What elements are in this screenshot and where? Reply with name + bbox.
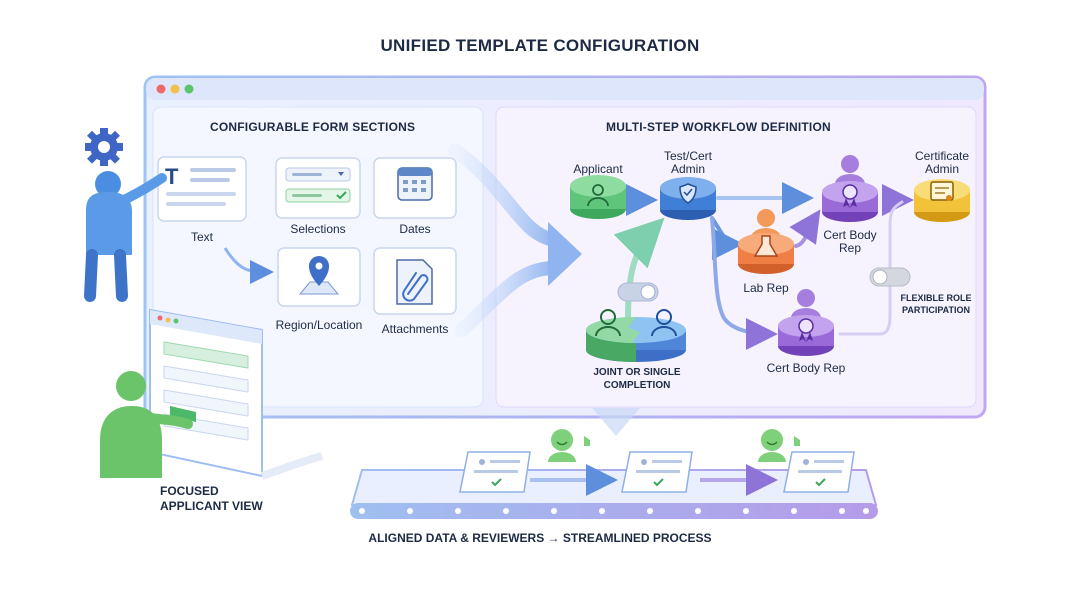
region-location-card-label: Region/Location <box>275 318 363 332</box>
test-cert-admin-label-line2: Admin <box>670 162 705 176</box>
belt-document <box>459 451 531 493</box>
applicant-person-figure <box>100 371 193 478</box>
applicant-form-field[interactable] <box>163 365 249 393</box>
applicant-view-caption-line1: FOCUSED <box>160 484 219 498</box>
applicant-view-window <box>149 308 263 478</box>
reviewer-figure <box>758 429 800 462</box>
lab-rep-avatar <box>757 209 775 227</box>
window-to-belt-arrow <box>592 408 640 436</box>
joint-completion-caption-line2: COMPLETION <box>603 380 671 391</box>
selections-card[interactable] <box>275 157 361 219</box>
dates-card-label: Dates <box>399 222 431 236</box>
cert-body-rep-top-label-line1: Cert Body <box>823 228 877 242</box>
flexible-role-caption: FLEXIBLE ROLE PARTICIPATION <box>896 292 976 316</box>
dates-card[interactable] <box>373 157 457 219</box>
attachments-card-label: Attachments <box>381 322 449 336</box>
window-minimize-dot[interactable] <box>170 84 180 94</box>
applicant-pair-icon <box>595 309 677 337</box>
belt-document <box>783 451 855 493</box>
workflow-connectors <box>613 182 914 350</box>
cert-body-rep-avatar <box>841 155 859 173</box>
certificate-scroll-icon <box>930 181 954 201</box>
window-maximize-dot[interactable] <box>184 84 194 94</box>
certificate-admin-label-line1: Certificate <box>914 149 970 163</box>
test-cert-admin-node[interactable] <box>660 177 716 220</box>
footer-caption: ALIGNED DATA & REVIEWERS → STREAMLINED P… <box>368 531 712 545</box>
flexible-role-toggle[interactable] <box>869 267 911 287</box>
applicant-view-shadow <box>260 452 324 480</box>
check-icon <box>336 191 347 200</box>
cert-body-rep-top-label: Cert Body Rep <box>812 229 888 255</box>
chevron-down-icon <box>338 172 344 176</box>
workflow-header: MULTI-STEP WORKFLOW DEFINITION <box>606 120 831 134</box>
diagram-title: UNIFIED TEMPLATE CONFIGURATION <box>380 36 700 55</box>
region-location-card[interactable] <box>277 247 361 307</box>
certificate-admin-label: Certificate Admin <box>900 150 984 176</box>
applicant-node[interactable] <box>570 175 626 219</box>
applicant-form-field[interactable] <box>163 389 249 417</box>
reviewer-figure <box>548 429 590 462</box>
applicant-view-caption: FOCUSED APPLICANT VIEW <box>160 484 280 514</box>
text-to-region-arrow <box>223 247 274 284</box>
configurator-person-figure <box>84 128 167 302</box>
award-ribbon-icon <box>798 318 814 342</box>
flask-icon <box>753 235 779 257</box>
cert-body-rep-bottom-label: Cert Body Rep <box>766 361 846 375</box>
person-icon <box>587 184 609 207</box>
cert-body-rep-top-label-line2: Rep <box>838 241 861 255</box>
applicant-label: Applicant <box>573 162 623 176</box>
map-pin-icon <box>298 256 340 295</box>
selections-card-label: Selections <box>290 222 346 236</box>
paperclip-icon <box>396 259 433 305</box>
panel-flow-arrows <box>448 143 582 337</box>
test-cert-admin-label-line1: Test/Cert <box>663 149 712 163</box>
certificate-admin-label-line2: Admin <box>924 162 959 176</box>
attachments-card[interactable] <box>373 247 457 315</box>
calendar-icon <box>397 167 433 201</box>
test-cert-admin-label: Test/Cert Admin <box>648 150 728 176</box>
applicant-view-caption-line2: APPLICANT VIEW <box>160 499 263 513</box>
lab-rep-label: Lab Rep <box>743 281 789 295</box>
cert-body-rep-avatar <box>797 289 815 307</box>
joint-completion-node[interactable] <box>585 309 686 362</box>
cert-body-rep-bottom-node[interactable] <box>778 289 834 356</box>
joint-completion-toggle[interactable] <box>617 282 659 302</box>
award-ribbon-icon <box>842 184 858 208</box>
lab-rep-node[interactable] <box>738 209 794 274</box>
gear-icon <box>85 128 123 166</box>
belt-document <box>621 451 693 493</box>
joint-completion-caption-line1: JOINT OR SINGLE <box>593 367 681 378</box>
text-icon: T <box>165 164 179 189</box>
form-sections-header: CONFIGURABLE FORM SECTIONS <box>210 120 416 134</box>
flexible-role-caption-line1: FLEXIBLE ROLE <box>900 293 972 303</box>
cert-body-rep-top-node[interactable] <box>822 155 878 222</box>
applicant-submit-button[interactable] <box>170 406 196 422</box>
joint-completion-caption: JOINT OR SINGLE COMPLETION <box>582 366 692 392</box>
applicant-form-field[interactable] <box>163 341 249 369</box>
text-card[interactable]: T <box>157 156 247 222</box>
certificate-admin-node[interactable] <box>914 179 970 222</box>
thumbs-up-icon <box>794 436 800 446</box>
flexible-role-caption-line2: PARTICIPATION <box>902 305 970 315</box>
thumbs-up-icon <box>584 436 590 446</box>
window-close-dot[interactable] <box>156 84 166 94</box>
text-card-label: Text <box>190 230 213 244</box>
